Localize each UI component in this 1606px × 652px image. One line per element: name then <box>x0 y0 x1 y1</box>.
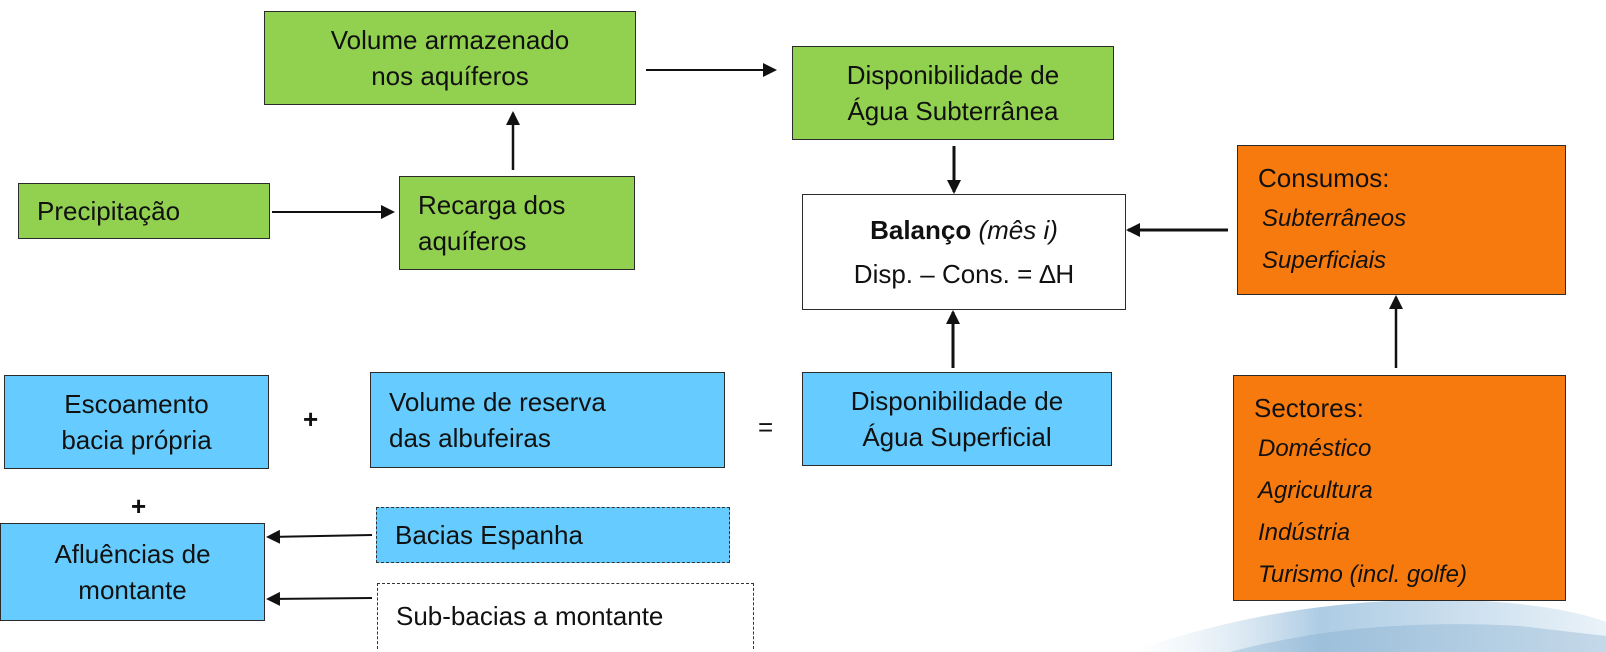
sub-bacias-label: Sub-bacias a montante <box>396 601 664 631</box>
afluencias-line-2: montante <box>78 575 187 605</box>
disponibilidade-superficial-box: Disponibilidade de Água Superficial <box>802 372 1112 466</box>
escoamento-line-1: Escoamento <box>64 389 209 419</box>
plus-operator: + <box>303 404 319 434</box>
arrow-subbacias-to-afluencias <box>266 591 373 606</box>
sub-bacias-box: Sub-bacias a montante <box>377 583 754 649</box>
balanco-title-italic: (mês i) <box>978 215 1058 245</box>
volume-armazenado-box: Volume armazenado nos aquíferos <box>264 11 636 105</box>
consumos-title: Consumos: <box>1258 163 1390 193</box>
balanco-equation: Disp. – Cons. = ∆H <box>853 259 1075 289</box>
equals-operator: = <box>758 412 774 442</box>
sectores-item: Turismo (incl. golfe) <box>1258 561 1467 588</box>
disponibilidade-superficial-line-1: Disponibilidade de <box>850 386 1064 416</box>
consumos-box: Consumos: Subterrâneos Superficiais <box>1237 145 1566 295</box>
balanco-box: Balanço (mês i) Disp. – Cons. = ∆H <box>802 194 1126 310</box>
afluencias-line-1: Afluências de <box>54 539 211 569</box>
bacias-espanha-box: Bacias Espanha <box>376 507 730 563</box>
sectores-item: Doméstico <box>1258 435 1372 462</box>
precipitacao-label: Precipitação <box>37 196 181 226</box>
volume-armazenado-line-1: Volume armazenado <box>330 25 570 55</box>
volume-reserva-box: Volume de reserva das albufeiras <box>370 372 725 468</box>
precipitacao-box: Precipitação <box>18 183 270 239</box>
volume-armazenado-line-2: nos aquíferos <box>371 61 529 91</box>
volume-reserva-line-2: das albufeiras <box>389 423 551 453</box>
balanco-title: Balanço (mês i) <box>870 208 1058 252</box>
escoamento-line-2: bacia própria <box>61 425 212 455</box>
volume-reserva-line-1: Volume de reserva <box>389 387 606 417</box>
disponibilidade-subterranea-line-1: Disponibilidade de <box>846 60 1060 90</box>
recarga-line-2: aquíferos <box>418 226 527 256</box>
sectores-item: Agricultura <box>1258 477 1373 504</box>
disponibilidade-superficial-line-2: Água Superficial <box>862 422 1052 452</box>
afluencias-box: Afluências de montante <box>0 523 265 621</box>
recarga-line-1: Recarga dos <box>418 190 566 220</box>
arrow-bacias-to-afluencias <box>266 529 373 544</box>
escoamento-box: Escoamento bacia própria <box>4 375 269 469</box>
consumos-item: Subterrâneos <box>1262 205 1407 232</box>
consumos-item: Superficiais <box>1262 247 1387 274</box>
balanco-title-bold: Balanço <box>870 215 972 245</box>
sectores-item: Indústria <box>1258 519 1351 546</box>
sectores-title: Sectores: <box>1254 393 1364 423</box>
disponibilidade-subterranea-line-2: Água Subterrânea <box>847 96 1059 126</box>
sectores-box: Sectores: Doméstico Agricultura Indústri… <box>1233 375 1566 601</box>
recarga-box: Recarga dos aquíferos <box>399 176 635 270</box>
bacias-espanha-label: Bacias Espanha <box>395 520 583 550</box>
plus-operator-afluencias: + <box>131 491 147 521</box>
disponibilidade-subterranea-box: Disponibilidade de Água Subterrânea <box>792 46 1114 140</box>
